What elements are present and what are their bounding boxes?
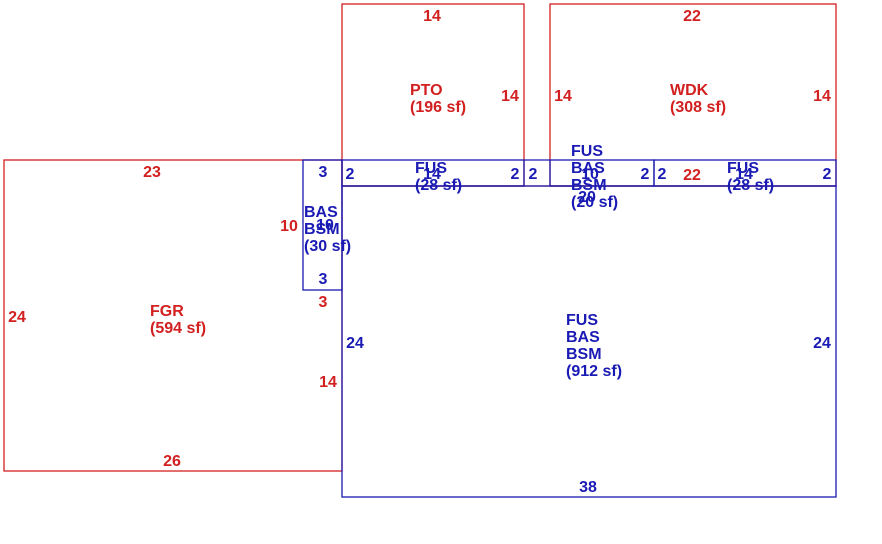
dim-fus-right-right: 2: [823, 166, 832, 183]
dim-fus-mid-extra: 20: [578, 189, 596, 206]
dim-bas-top: 3: [319, 164, 328, 181]
dim-fus-left-right: 2: [511, 166, 520, 183]
dim-main-bottom: 38: [579, 479, 597, 496]
dim-fus-mid-top: 10: [581, 166, 599, 183]
dim-fgr-left: 24: [8, 309, 26, 326]
dim-fus-left-top: 14: [423, 166, 441, 183]
dim-bas-overlap: 10: [316, 217, 334, 234]
fgr-area: (594 sf): [150, 320, 206, 337]
dim-fgr-bottom: 26: [163, 453, 181, 470]
fus-mid-area: (20 sf): [571, 194, 618, 211]
fus-mid-code2: BAS: [571, 160, 605, 177]
dim-fus-right-top: 14: [735, 166, 753, 183]
fus-left-outline: [341, 159, 525, 187]
dim-fgr-top: 23: [143, 164, 161, 181]
red-outlines: [3, 3, 837, 472]
fus-left-area: (28 sf): [415, 177, 462, 194]
wdk-area: (308 sf): [670, 99, 726, 116]
dim-main-left: 24: [346, 335, 364, 352]
dim-fgr-right-upper: 10: [280, 218, 298, 235]
bas-small-area: (30 sf): [304, 238, 351, 255]
dim-wdk-top: 22: [683, 8, 701, 25]
main-code2: BAS: [566, 329, 600, 346]
blue-outlines: [302, 159, 837, 498]
fus-left-code: FUS: [415, 160, 447, 177]
bas-small-outline: [302, 159, 343, 291]
dim-wdk-left: 14: [554, 88, 572, 105]
fus-right-area: (28 sf): [727, 177, 774, 194]
main-code1: FUS: [566, 312, 598, 329]
dim-fgr-right-mid: 3: [319, 294, 328, 311]
wdk-code: WDK: [670, 82, 709, 99]
fus-mid-code3: BSM: [571, 177, 607, 194]
dim-fus-mid-right: 2: [641, 166, 650, 183]
main-area: (912 sf): [566, 363, 622, 380]
dim-wdk-right: 14: [813, 88, 831, 105]
main-code3: BSM: [566, 346, 602, 363]
dim-connector-left: 2: [529, 166, 538, 183]
dim-fus-left-left: 2: [346, 166, 355, 183]
fus-right-code: FUS: [727, 160, 759, 177]
dim-fgr-right-lower: 14: [319, 374, 337, 391]
pto-area: (196 sf): [410, 99, 466, 116]
fgr-code: FGR: [150, 303, 184, 320]
pto-code: PTO: [410, 82, 443, 99]
fus-right-outline: [653, 159, 837, 187]
dim-pto-right: 14: [501, 88, 519, 105]
dim-pto-top: 14: [423, 8, 441, 25]
dim-main-right: 24: [813, 335, 831, 352]
fus-mid-code1: FUS: [571, 143, 603, 160]
dim-fus-right-left: 2: [658, 166, 667, 183]
dim-wdk-bottom: 22: [683, 167, 701, 184]
dim-bas-bottom: 3: [319, 271, 328, 288]
bas-small-code1: BAS: [304, 204, 338, 221]
bas-small-code2: BSM: [304, 221, 340, 238]
